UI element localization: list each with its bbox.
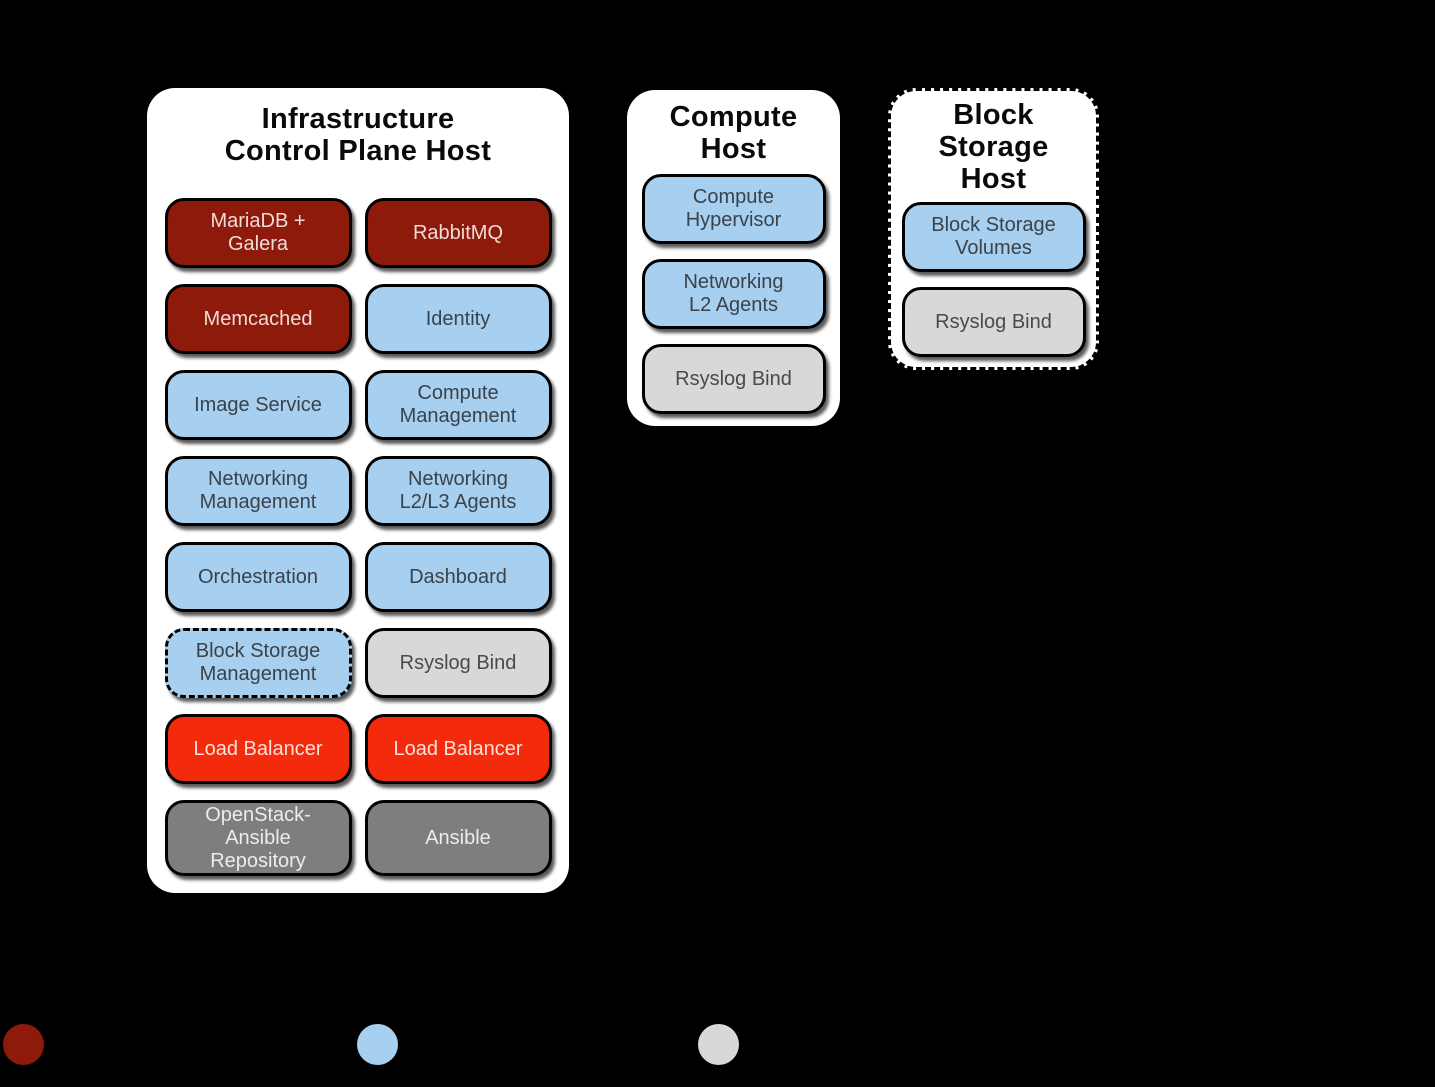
- host-title-compute: Compute Host: [669, 101, 798, 165]
- service-box-compute-management: Compute Management: [364, 370, 552, 440]
- legend: [0, 1024, 1435, 1065]
- legend-light-blue-dot: [357, 1024, 398, 1065]
- service-box-orchestration: Orchestration: [164, 542, 352, 612]
- service-box-compute-hypervisor: Compute Hypervisor: [641, 174, 826, 244]
- service-box-networking-management: Networking Management: [164, 456, 352, 526]
- service-box-load-balancer-1: Load Balancer: [164, 714, 352, 784]
- host-infrastructure-control-plane: Infrastructure Control Plane Host MariaD…: [147, 88, 569, 893]
- legend-dark-red-dot: [3, 1024, 44, 1065]
- service-box-openstack-ansible-repository: OpenStack- Ansible Repository: [164, 800, 352, 876]
- service-box-rsyslog-bind: Rsyslog Bind: [364, 628, 552, 698]
- service-box-block-storage-management: Block Storage Management: [164, 628, 352, 698]
- host-title-block-storage: Block Storage Host: [938, 99, 1049, 195]
- service-box-networking-l2-agents: Networking L2 Agents: [641, 259, 826, 329]
- service-box-identity: Identity: [364, 284, 552, 354]
- service-box-rsyslog-bind: Rsyslog Bind: [641, 344, 826, 414]
- service-box-load-balancer-2: Load Balancer: [364, 714, 552, 784]
- service-box-memcached: Memcached: [164, 284, 352, 354]
- service-box-block-storage-volumes: Block Storage Volumes: [901, 202, 1086, 272]
- service-box-rsyslog-bind: Rsyslog Bind: [901, 287, 1086, 357]
- host-block-storage: Block Storage Host Block Storage Volumes…: [888, 88, 1099, 370]
- service-box-dashboard: Dashboard: [364, 542, 552, 612]
- host-title-infrastructure-control-plane: Infrastructure Control Plane Host: [224, 103, 492, 167]
- service-box-networking-l2-l3-agents: Networking L2/L3 Agents: [364, 456, 552, 526]
- service-box-image-service: Image Service: [164, 370, 352, 440]
- service-box-rabbitmq: RabbitMQ: [364, 198, 552, 268]
- service-box-ansible: Ansible: [364, 800, 552, 876]
- legend-gray-dot: [698, 1024, 739, 1065]
- service-box-mariadb-galera: MariaDB + Galera: [164, 198, 352, 268]
